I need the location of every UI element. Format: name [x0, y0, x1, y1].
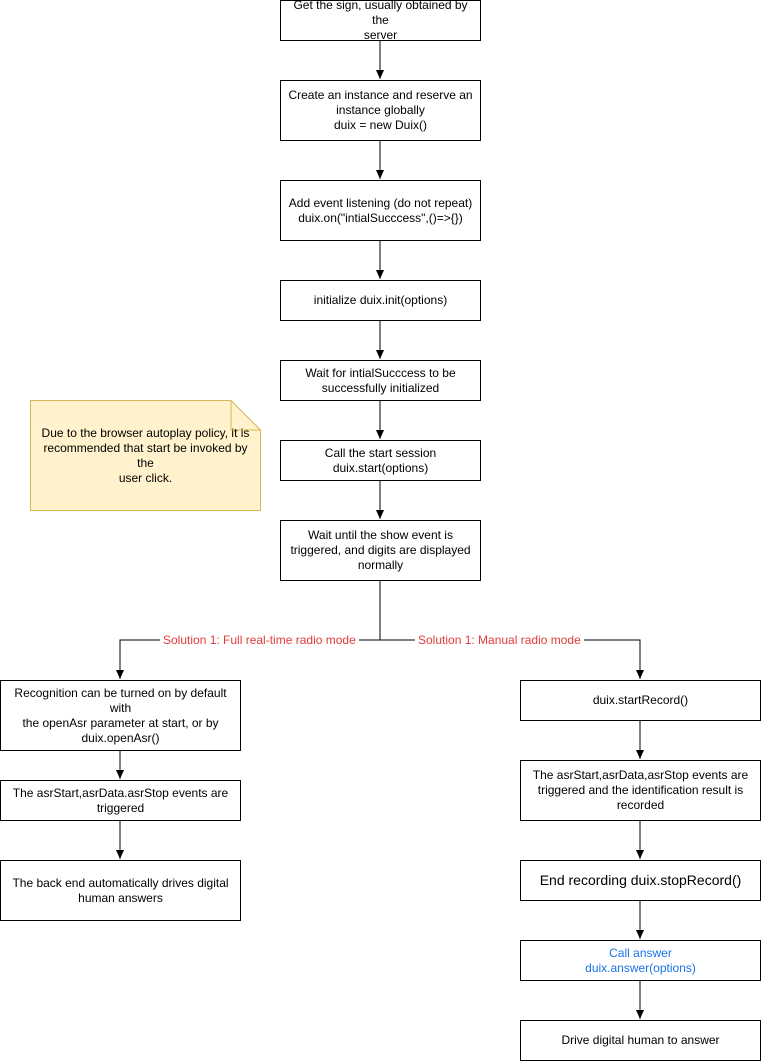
node-get-sign: Get the sign, usually obtained by the se… — [280, 0, 481, 42]
node-call-answer: Call answer duix.answer(options) — [520, 940, 761, 981]
node-line: End recording duix.stopRecord() — [539, 872, 742, 888]
node-line: duix = new Duix() — [333, 118, 428, 132]
note-text: Due to the browser autoplay policy, it i… — [36, 426, 255, 486]
node-line: Get the sign, usually obtained by the — [293, 0, 468, 27]
node-recognition-on: Recognition can be turned on by default … — [0, 680, 241, 751]
node-add-listener: Add event listening (do not repeat) duix… — [280, 180, 481, 241]
node-backend-answers: The back end automatically drives digita… — [0, 860, 241, 921]
node-line: The back end automatically drives digita… — [12, 875, 229, 890]
note-fold — [230, 400, 261, 431]
node-line: Call answer — [609, 945, 672, 960]
note-line: user click. — [118, 470, 173, 485]
node-line: duix.startRecord() — [592, 693, 689, 707]
note-line: Due to the browser autoplay policy, it i… — [41, 425, 250, 440]
node-line: duix.on("intialSucccess",()=>{}) — [298, 210, 463, 225]
node-asr-events-left: The asrStart,asrData.asrStop events are … — [0, 780, 241, 821]
node-asr-events-right: The asrStart,asrData,asrStop events are … — [520, 760, 761, 821]
node-init: initialize duix.init(options) — [280, 280, 481, 321]
node-line: normally — [357, 558, 404, 572]
node-line: Drive digital human to answer — [561, 1033, 720, 1047]
node-line: Wait for intialSucccess to be — [305, 365, 456, 380]
node-line: Add event listening (do not repeat) — [288, 195, 473, 210]
node-line: Recognition can be turned on by default … — [14, 685, 227, 715]
node-create-instance: Create an instance and reserve an instan… — [280, 80, 481, 141]
node-line: successfully initialized — [321, 380, 440, 395]
edge-label-right-branch: Solution 1: Manual radio mode — [415, 633, 584, 647]
node-line: triggered — [96, 800, 145, 815]
node-line: server — [363, 28, 398, 42]
node-line: instance globally — [336, 103, 425, 117]
note-shape — [30, 400, 261, 511]
node-wait-show: Wait until the show event is triggered, … — [280, 520, 481, 581]
node-line: The asrStart,asrData.asrStop events are — [12, 785, 229, 800]
node-drive-answer: Drive digital human to answer — [520, 1020, 761, 1061]
node-line: the openAsr parameter at start, or by — [22, 715, 219, 730]
node-start-session: Call the start session duix.start(option… — [280, 440, 481, 481]
node-line: triggered and the identification result … — [537, 783, 744, 797]
arrow-show-to-left-branch — [116, 580, 381, 679]
node-line: human answers — [78, 890, 163, 905]
node-line: Create an instance and reserve an — [288, 88, 473, 102]
node-line: duix.start(options) — [332, 460, 429, 475]
node-line: duix.answer(options) — [585, 960, 696, 975]
node-start-record: duix.startRecord() — [520, 680, 761, 721]
node-line: Wait until the show event is — [308, 528, 453, 542]
node-line: recorded — [616, 798, 665, 812]
autoplay-policy-note: Due to the browser autoplay policy, it i… — [30, 400, 261, 511]
node-wait-init: Wait for intialSucccess to be successful… — [280, 360, 481, 401]
node-line: initialize duix.init(options) — [313, 293, 448, 307]
node-line: triggered, and digits are displayed — [290, 543, 471, 557]
node-stop-record: End recording duix.stopRecord() — [520, 860, 761, 901]
node-line: The asrStart,asrData,asrStop events are — [532, 768, 749, 782]
node-line: Call the start session — [324, 445, 437, 460]
edge-label-left-branch: Solution 1: Full real-time radio mode — [160, 633, 359, 647]
node-line: duix.openAsr() — [81, 730, 160, 745]
note-line: recommended that start be invoked by the — [43, 440, 248, 470]
